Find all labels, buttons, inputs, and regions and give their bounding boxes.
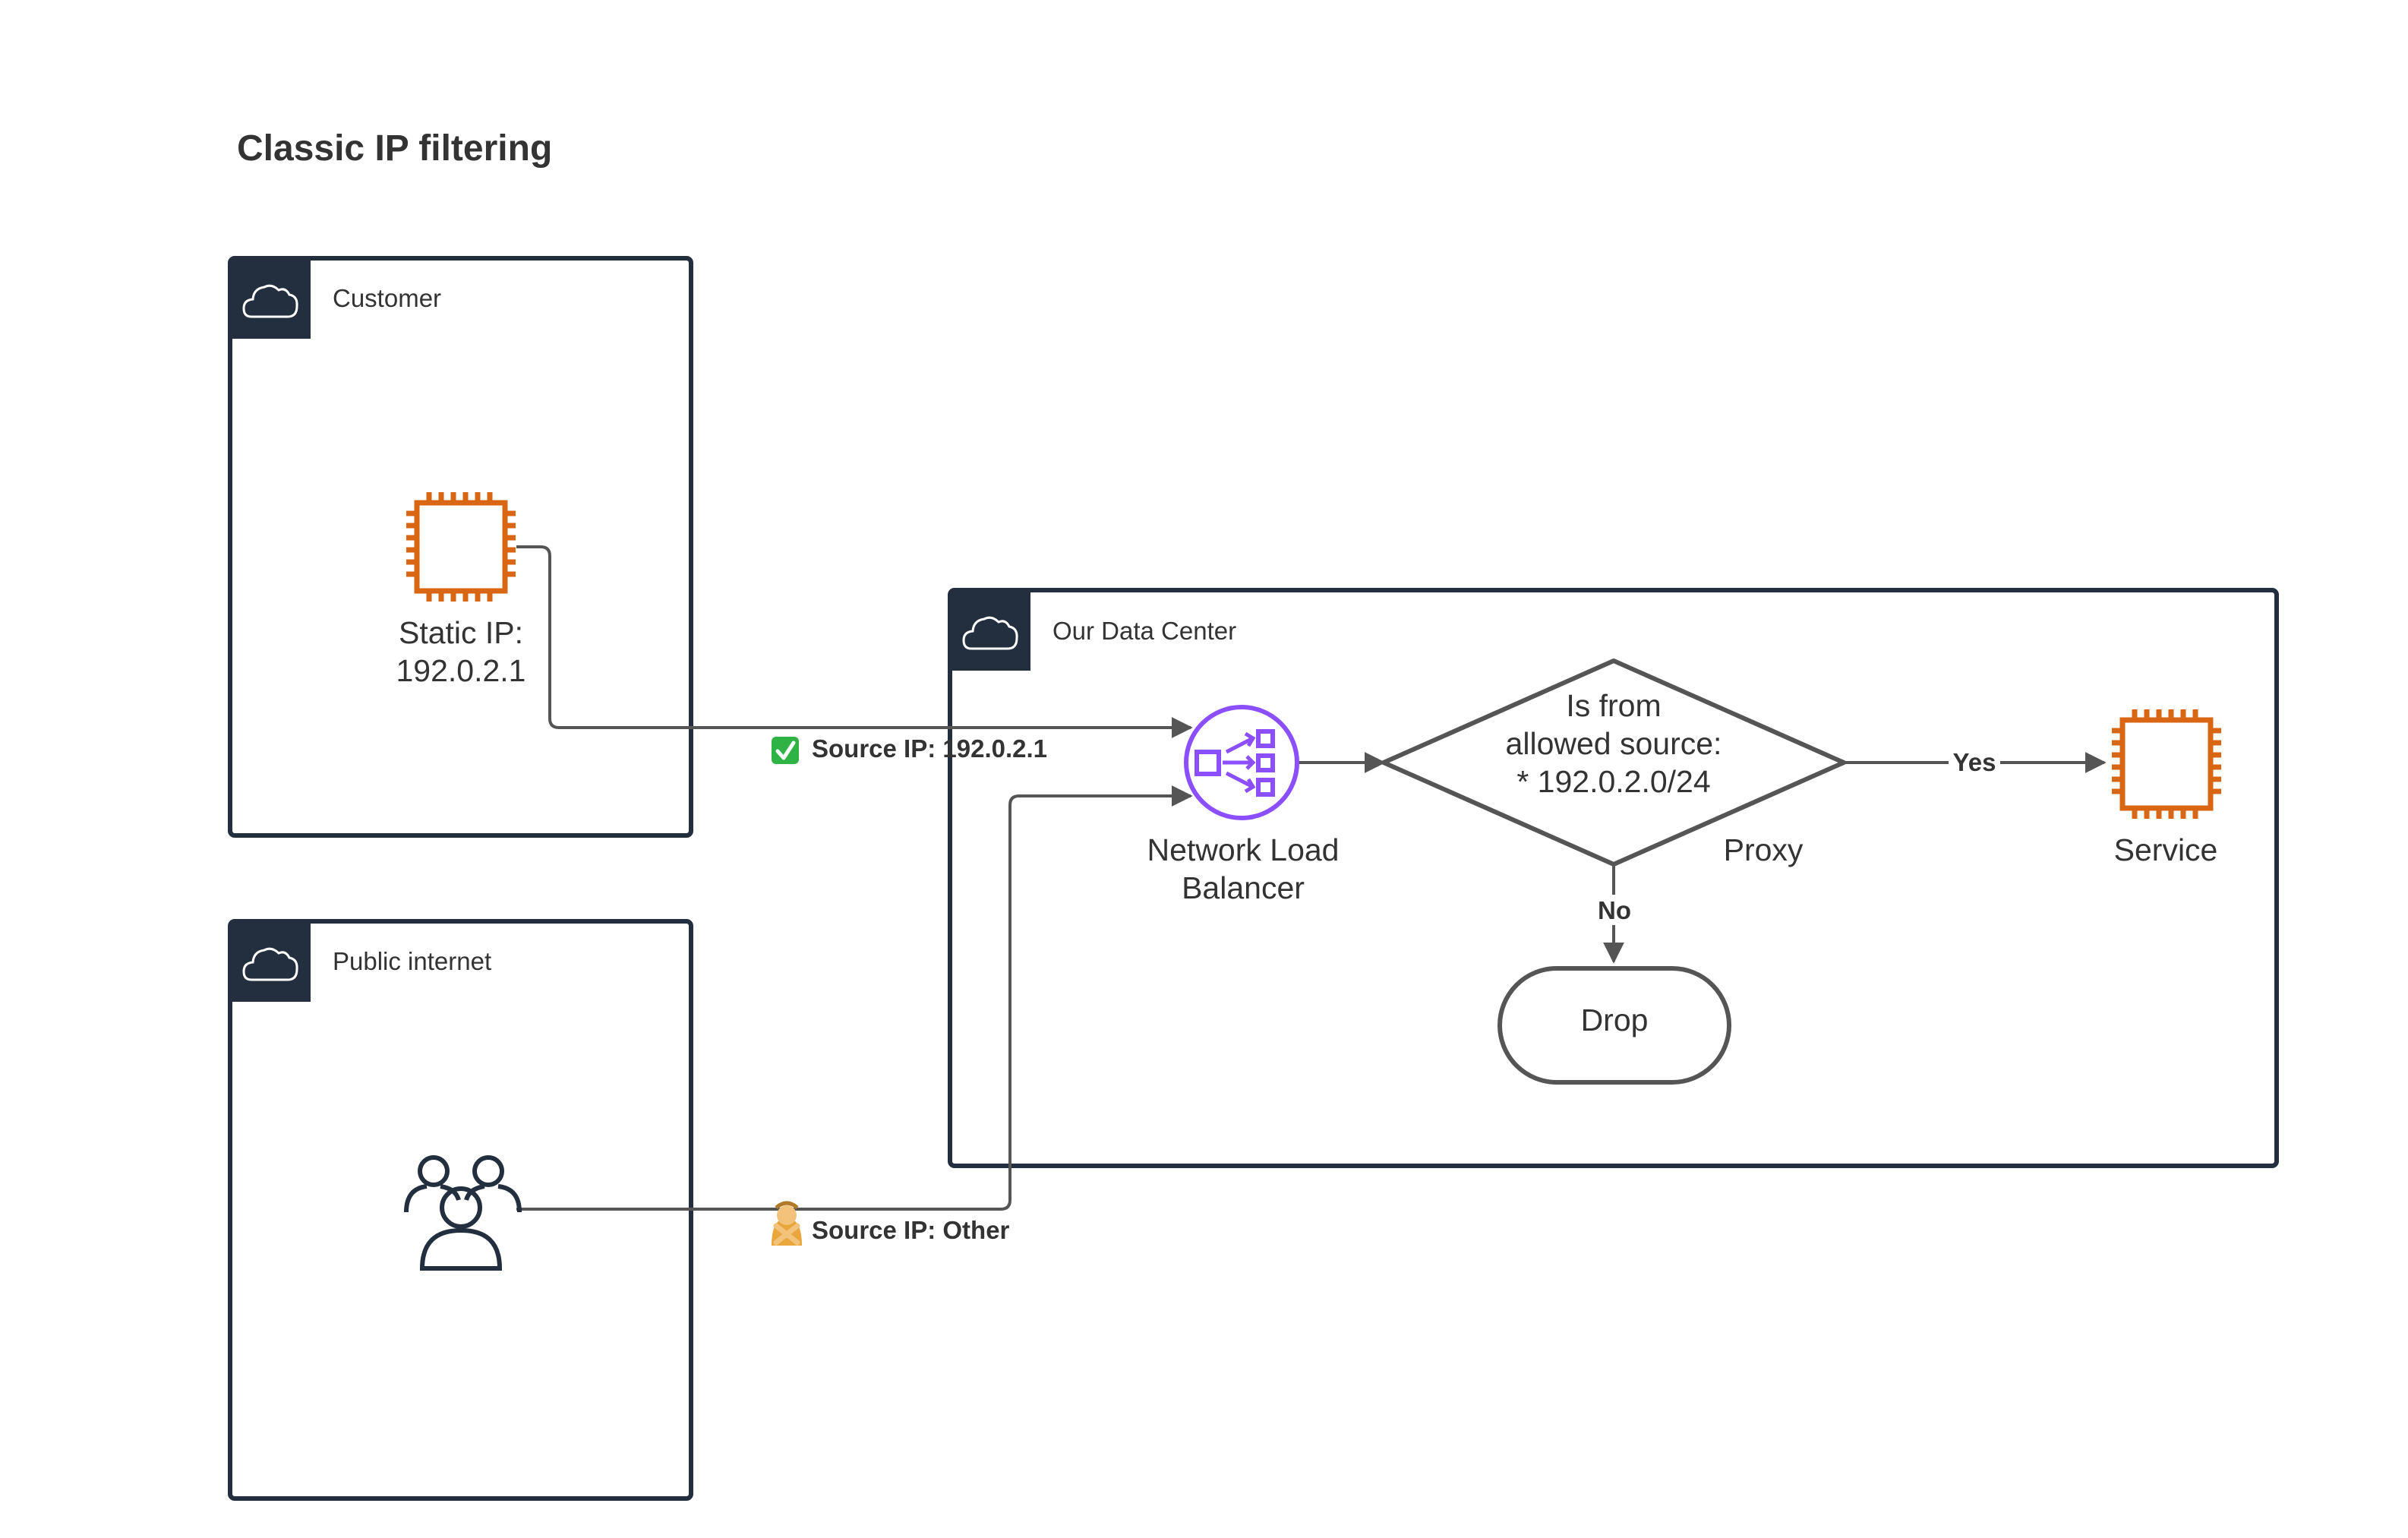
connector-customer-to-nlb[interactable]: [516, 545, 1193, 738]
cloud-icon: [230, 921, 311, 1002]
data-center-group[interactable]: Our Data Center: [948, 588, 2279, 1168]
network-load-balancer-icon[interactable]: [1184, 705, 1299, 820]
data-center-group-label: Our Data Center: [1053, 617, 1236, 645]
customer-group[interactable]: Customer: [228, 256, 693, 838]
service-instance-icon[interactable]: [2112, 709, 2221, 819]
drop-terminator[interactable]: [1498, 966, 1731, 1085]
customer-group-label: Customer: [333, 284, 441, 312]
ec2-instance-icon[interactable]: [406, 492, 516, 602]
cloud-icon: [230, 258, 311, 339]
decision-text-line1: Is from: [1566, 688, 1661, 723]
page-title: Classic IP filtering: [237, 128, 552, 169]
edge-label-no: No: [1598, 896, 1631, 924]
service-label: Service: [2114, 832, 2218, 867]
connector-public-to-nlb[interactable]: [516, 785, 1193, 1211]
person-gesturing-no-icon: [772, 1201, 802, 1246]
static-ip-label: Static IP:: [399, 615, 523, 650]
decision-text-line2: allowed source:: [1506, 726, 1722, 761]
cloud-icon: [950, 590, 1030, 671]
check-mark-icon: [772, 737, 799, 764]
public-internet-group[interactable]: Public internet: [228, 919, 693, 1501]
nlb-label: Network Load: [1147, 832, 1340, 867]
edge-label-source-other: Source IP: Other: [812, 1216, 1010, 1244]
edge-label-yes: Yes: [1953, 748, 1996, 776]
decision-text-line3: * 192.0.2.0/24: [1516, 764, 1710, 799]
users-icon[interactable]: [404, 1155, 522, 1271]
drop-label: Drop: [1581, 1003, 1649, 1037]
nlb-label-line2: Balancer: [1182, 870, 1305, 905]
static-ip-value: 192.0.2.1: [396, 653, 526, 688]
proxy-label: Proxy: [1724, 832, 1804, 867]
decision-diamond[interactable]: [1381, 658, 1846, 867]
edge-label-source-ok: Source IP: 192.0.2.1: [812, 734, 1047, 763]
public-internet-group-label: Public internet: [333, 947, 491, 975]
